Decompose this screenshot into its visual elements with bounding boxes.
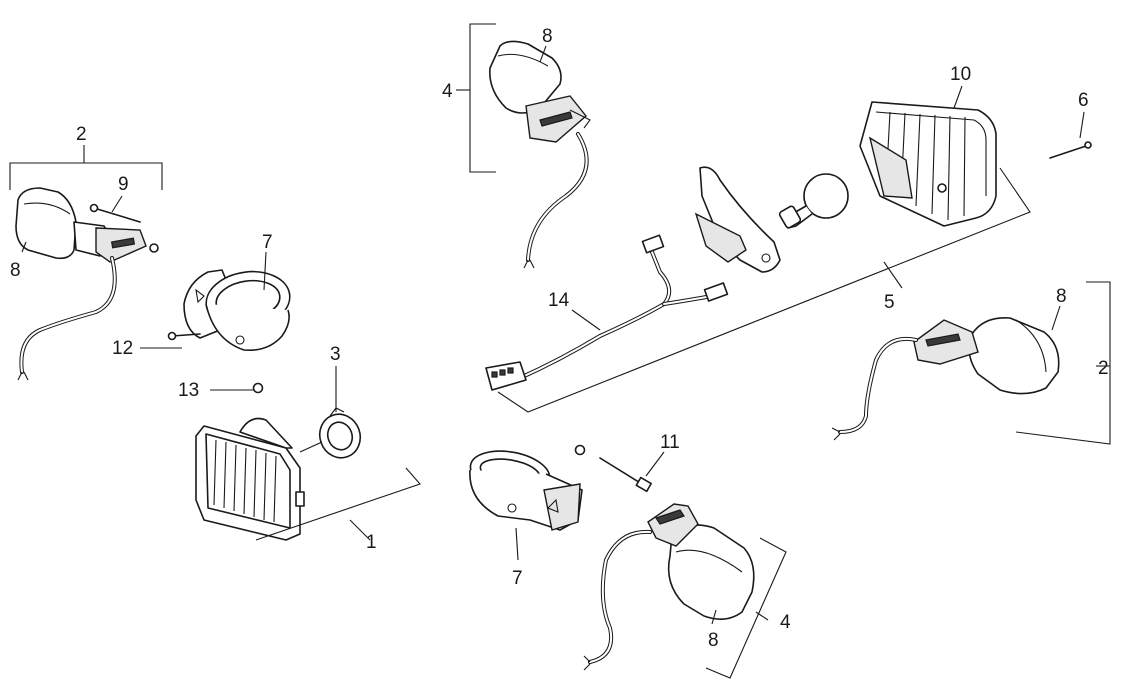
callout-8-right: 8 [1056,286,1067,307]
callout-labels: 2 9 8 7 12 13 3 1 4 8 10 6 14 5 8 2 11 7… [10,26,1109,651]
callout-11: 11 [660,432,680,453]
leader-lines [21,45,1110,625]
bottom-indicator [583,503,787,679]
right-indicator [831,281,1111,445]
callout-12: 12 [112,338,133,359]
callout-7-bottom: 7 [512,568,523,589]
tail-light-assembly [485,101,1092,413]
callout-13: 13 [178,380,199,401]
callout-3: 3 [330,344,341,365]
front-left-indicator [9,145,163,381]
callout-6: 6 [1078,90,1089,111]
callout-8-bottom: 8 [708,630,719,651]
callout-7-top: 7 [262,232,273,253]
callout-5: 5 [884,292,895,313]
callout-4-bottom: 4 [780,612,791,633]
callout-4-top: 4 [442,81,453,102]
callout-2-right: 2 [1098,358,1109,379]
callout-8-left: 8 [10,260,21,281]
callout-1: 1 [366,532,377,553]
top-indicator [469,23,591,269]
callout-9: 9 [118,174,129,195]
headlight [195,407,362,541]
bottom-mount-bracket [469,444,652,531]
left-mount-bracket [167,269,291,394]
callout-10: 10 [950,64,971,85]
callout-8-top: 8 [542,26,553,47]
callout-2-left: 2 [76,124,87,145]
callout-14: 14 [548,290,570,311]
